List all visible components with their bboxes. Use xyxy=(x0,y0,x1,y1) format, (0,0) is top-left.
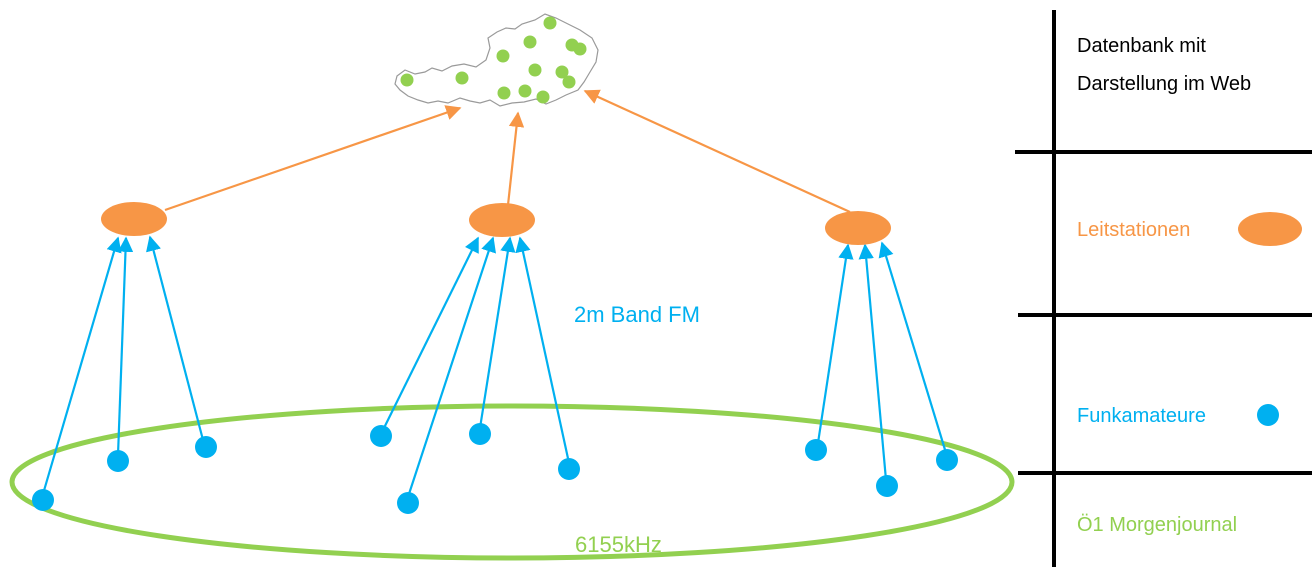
radio-amateur xyxy=(107,450,129,472)
relay-station xyxy=(469,203,535,237)
relay-station xyxy=(101,202,167,236)
frequency-label: 6155kHz xyxy=(575,532,662,557)
link-arrow xyxy=(478,236,516,429)
legend-amateur-symbol xyxy=(1257,404,1279,426)
map-dot xyxy=(536,90,550,104)
legend-stations-label: Leitstationen xyxy=(1077,219,1190,241)
radio-amateur xyxy=(195,436,217,458)
relay-station xyxy=(825,211,891,245)
radio-amateur xyxy=(805,439,827,461)
radio-amateur xyxy=(558,458,580,480)
legend-broadcast-label: Ö1 Morgenjournal xyxy=(1077,514,1237,536)
uplink-arrow xyxy=(506,111,525,206)
legend-amateurs-label: Funkamateure xyxy=(1077,405,1206,427)
map-dot xyxy=(562,75,576,89)
austria-map xyxy=(394,13,599,107)
map-dot xyxy=(455,71,469,85)
link-arrow xyxy=(816,243,854,444)
frequency-ellipse xyxy=(9,403,1015,561)
radio-amateur xyxy=(32,489,54,511)
map-dot xyxy=(518,84,532,98)
radio-amateur xyxy=(936,449,958,471)
link-arrow xyxy=(858,243,888,481)
map-dot xyxy=(497,86,511,100)
map-dot xyxy=(523,35,537,49)
link-arrow xyxy=(382,236,479,431)
radio-amateur xyxy=(876,475,898,497)
radio-amateur xyxy=(370,425,392,447)
radio-amateur xyxy=(397,492,419,514)
map-dot xyxy=(555,65,569,79)
map-dot xyxy=(496,49,510,63)
link-arrow xyxy=(406,236,496,498)
austria-outline xyxy=(394,13,599,107)
uplink-arrow xyxy=(164,105,462,212)
legend-database-line2: Darstellung im Web xyxy=(1077,73,1251,95)
legend-station-symbol xyxy=(1238,212,1302,246)
map-dot xyxy=(543,16,557,30)
map-dot xyxy=(400,73,414,87)
amateur-links xyxy=(41,235,948,498)
link-arrow xyxy=(878,241,948,454)
link-arrow xyxy=(146,235,205,441)
legend-database-line1: Datenbank mit xyxy=(1077,35,1206,57)
uplink-arrow xyxy=(583,89,851,214)
radio-amateur xyxy=(469,423,491,445)
legend-dividers xyxy=(1015,10,1312,567)
map-dot xyxy=(573,42,587,56)
station-uplinks xyxy=(164,89,851,214)
link-arrow xyxy=(41,236,122,495)
map-dot xyxy=(528,63,542,77)
link-arrow xyxy=(116,236,134,456)
band-label: 2m Band FM xyxy=(574,302,700,327)
link-arrow xyxy=(515,236,571,464)
